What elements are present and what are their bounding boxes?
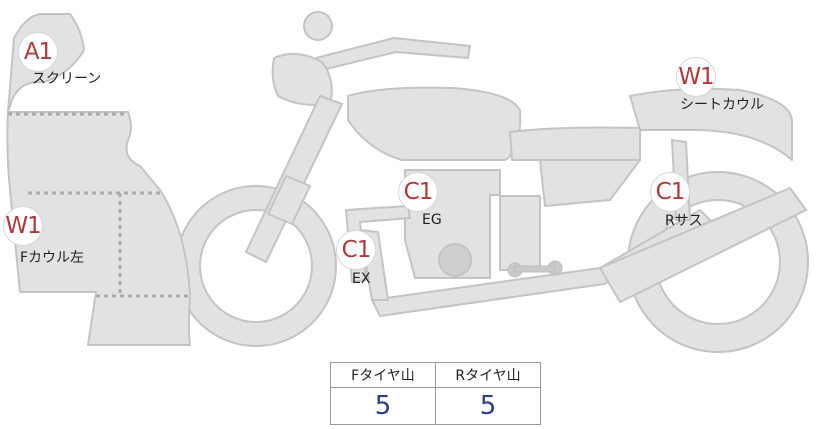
screen-damage-marker[interactable]: A1 — [18, 32, 58, 72]
front-wheel — [175, 185, 338, 347]
front-cowl-left-damage-marker[interactable]: W1 — [3, 206, 43, 246]
front-tire-tread-value: 5 — [330, 387, 436, 425]
front-cowl-left-label: Fカウル左 — [20, 250, 85, 266]
tire-tread-header-row: Fタイヤ山 Rタイヤ山 — [330, 362, 541, 388]
fuel-tank — [347, 86, 522, 161]
engine-label: EG — [422, 212, 442, 228]
rear-tire-tread-header: Rタイヤ山 — [435, 362, 541, 388]
rear-suspension-damage-marker[interactable]: C1 — [650, 172, 690, 212]
screen-damage-code: A1 — [23, 39, 53, 65]
handle-grip — [303, 11, 333, 41]
rear-tire-tread-value: 5 — [435, 387, 541, 425]
rear-suspension-label: Rサス — [665, 213, 703, 229]
engine-damage-code: C1 — [403, 179, 434, 205]
fork-upper — [267, 175, 311, 225]
front-cowl-left-damage-code: W1 — [5, 213, 41, 239]
exhaust-label: EX — [352, 271, 371, 287]
gearbox — [499, 195, 541, 271]
engine-damage-marker[interactable]: C1 — [398, 172, 438, 212]
seat-cowl-label: シートカウル — [680, 97, 764, 113]
seat-cowl-damage-marker[interactable]: W1 — [676, 57, 716, 97]
tire-tread-value-row: 5 5 — [330, 387, 541, 425]
rear-suspension-damage-code: C1 — [655, 179, 686, 205]
exhaust-damage-code: C1 — [341, 237, 372, 263]
seat-cowl-damage-code: W1 — [678, 64, 714, 90]
tire-tread-table: Fタイヤ山 Rタイヤ山 5 5 — [330, 362, 541, 425]
muffler — [599, 187, 807, 303]
handlebar — [315, 37, 471, 71]
cowl-shape — [6, 111, 191, 346]
seat — [509, 126, 641, 161]
front-tire-tread-header: Fタイヤ山 — [330, 362, 436, 388]
screen-label: スクリーン — [32, 71, 102, 87]
rear-fender — [539, 159, 641, 207]
exhaust-damage-marker[interactable]: C1 — [336, 230, 376, 270]
